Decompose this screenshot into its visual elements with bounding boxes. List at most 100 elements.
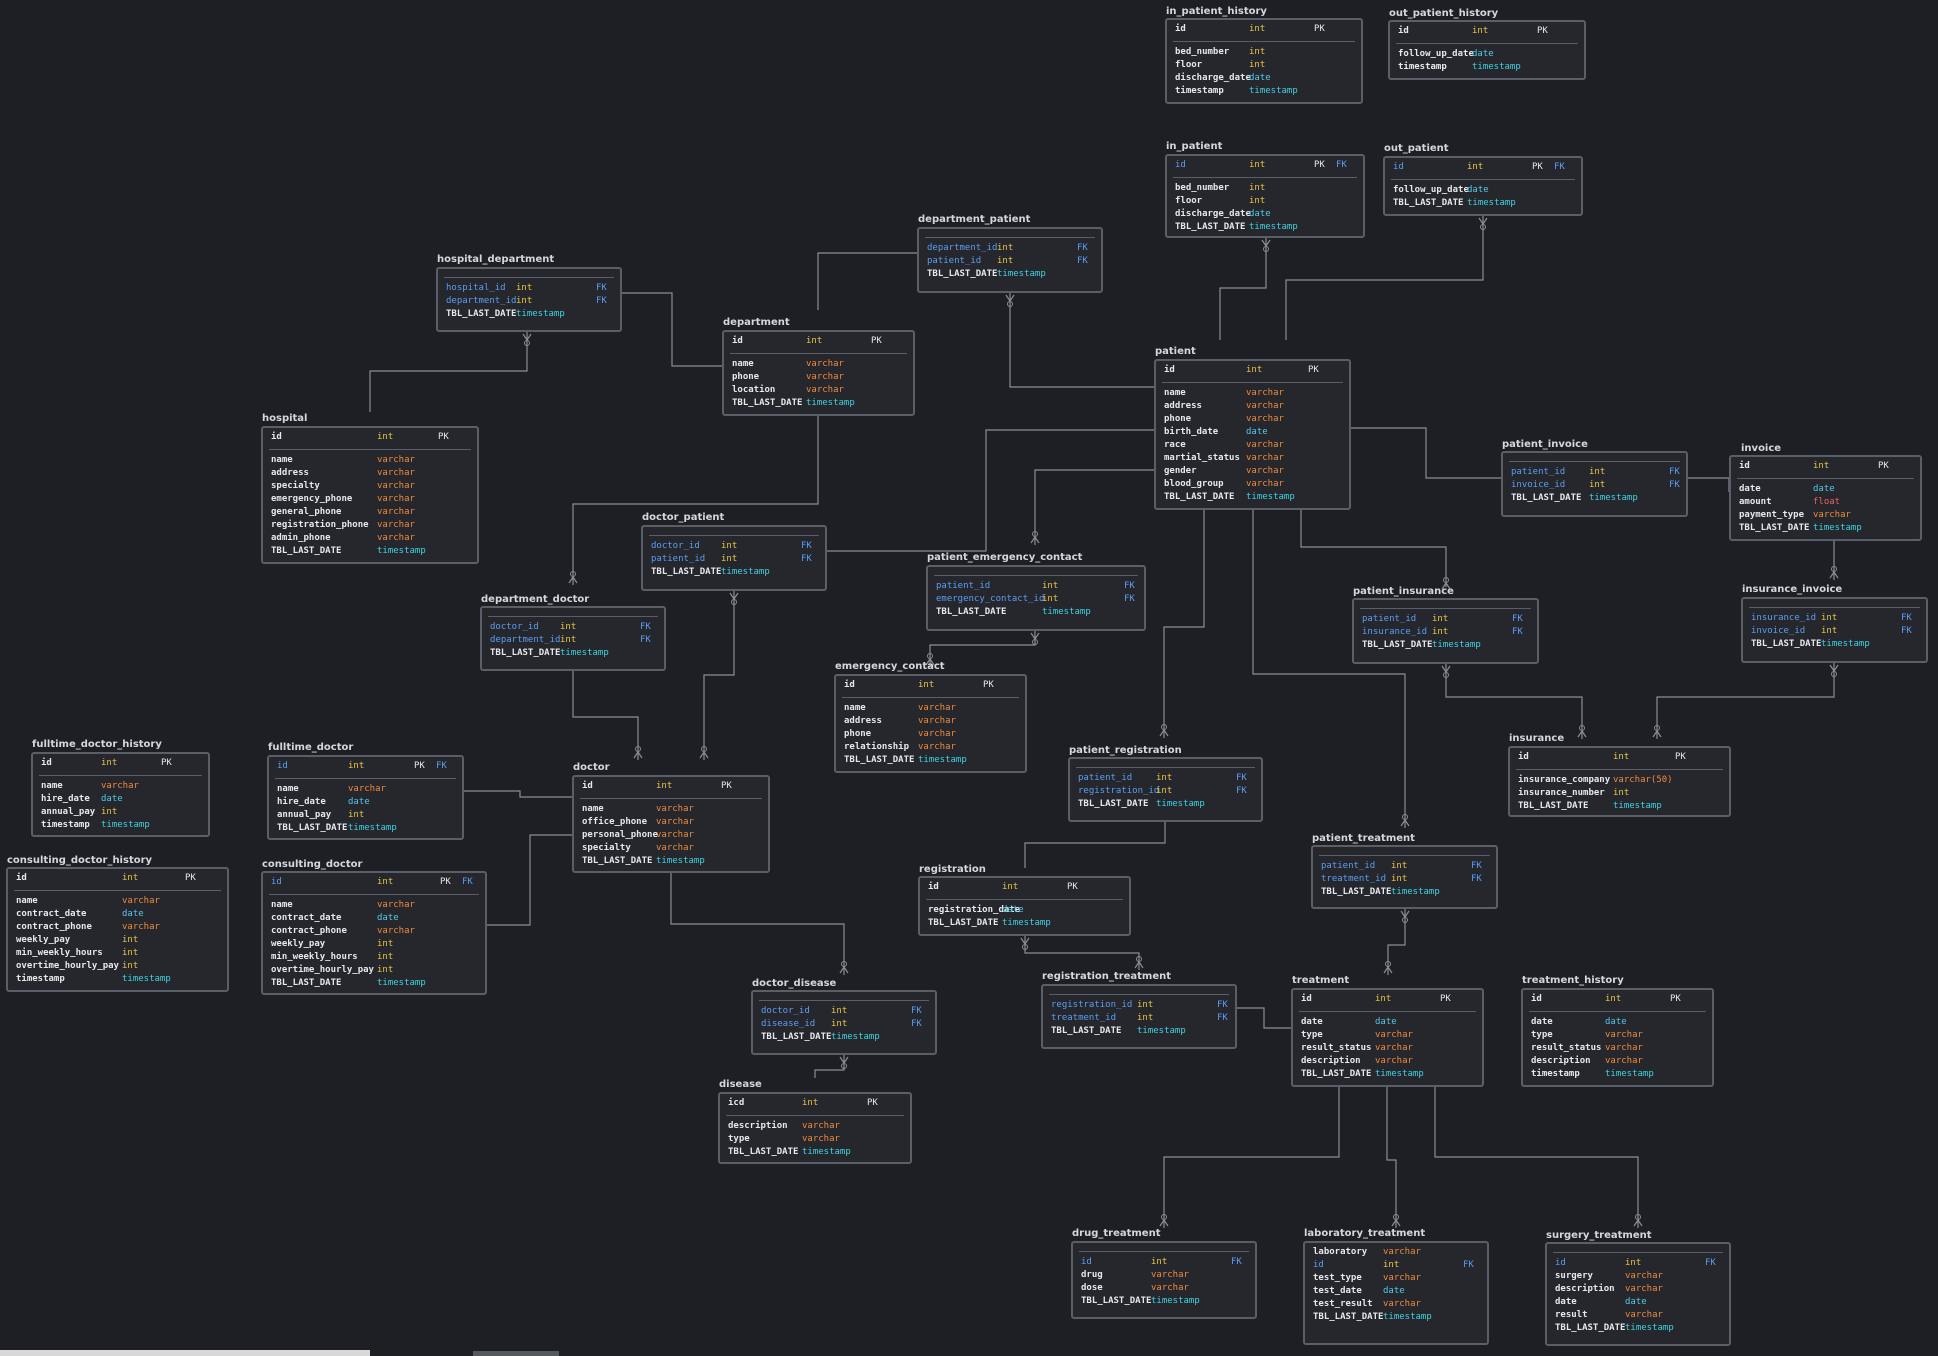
relationship-line[interactable] [703, 591, 735, 760]
relationship-line[interactable] [1024, 822, 1166, 868]
relationship-line[interactable] [1163, 510, 1205, 738]
relationship-line[interactable] [622, 292, 722, 367]
relationship-line[interactable] [929, 631, 1036, 667]
relationship-line[interactable] [369, 332, 528, 412]
relationship-line[interactable] [572, 671, 639, 760]
relationship-line[interactable] [572, 416, 819, 585]
relationship-line[interactable] [1656, 663, 1835, 739]
relationship-line[interactable] [1434, 1087, 1639, 1228]
relationship-line[interactable] [464, 790, 572, 798]
relationship-line[interactable] [1024, 936, 1140, 970]
relationship-line[interactable] [1445, 664, 1583, 739]
relationship-line[interactable] [1034, 469, 1154, 545]
